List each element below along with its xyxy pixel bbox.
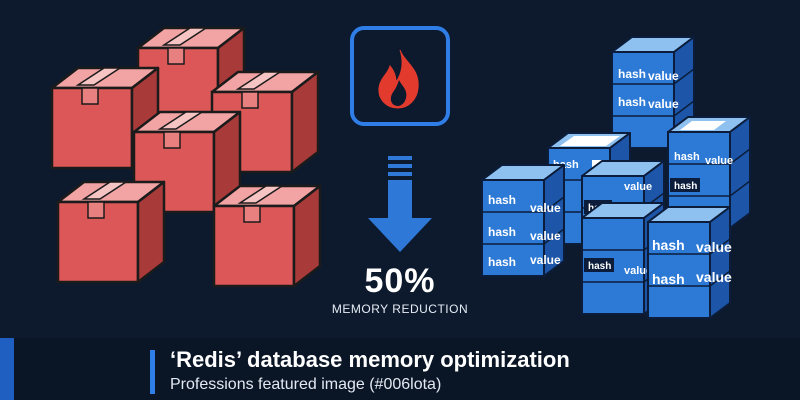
svg-text:value: value (530, 253, 561, 267)
arrow-down-icon (368, 156, 432, 252)
svg-text:hash: hash (488, 193, 516, 207)
svg-text:value: value (530, 201, 561, 215)
svg-text:hash: hash (618, 95, 646, 109)
svg-text:value: value (624, 181, 652, 193)
memory-reduction-percent: 50% (364, 262, 436, 300)
svg-text:value: value (705, 155, 733, 167)
banner-accent-bar (0, 338, 14, 400)
svg-text:value: value (530, 229, 561, 243)
svg-text:value: value (648, 69, 679, 83)
svg-text:value: value (696, 239, 732, 255)
svg-text:hash: hash (588, 261, 611, 272)
banner-title-bar (150, 350, 155, 394)
svg-text:hash: hash (652, 271, 685, 287)
svg-text:hash: hash (674, 181, 697, 192)
blue-block-stack: hash value hash value hash hash hash val… (481, 36, 751, 319)
svg-text:hash: hash (488, 225, 516, 239)
memory-reduction-label: MEMORY REDUCTION (331, 302, 469, 316)
fire-icon (350, 26, 450, 126)
svg-text:hash: hash (652, 237, 685, 253)
svg-text:hash: hash (618, 67, 646, 81)
caption-banner (0, 338, 800, 400)
svg-text:hash: hash (674, 151, 700, 163)
banner-title: ‘Redis’ database memory optimization (170, 347, 570, 372)
svg-text:value: value (648, 97, 679, 111)
svg-text:hash: hash (488, 255, 516, 269)
red-box-stack (50, 26, 322, 288)
banner-subtitle: Professions featured image (#006lota) (170, 376, 442, 393)
svg-text:value: value (624, 265, 652, 277)
svg-text:value: value (696, 269, 732, 285)
